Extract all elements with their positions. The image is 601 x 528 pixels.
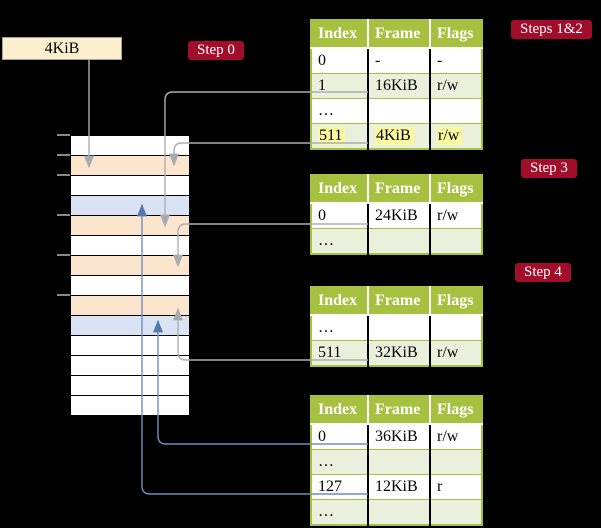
col-header-frame: Frame [368, 287, 431, 316]
table-row: … [311, 228, 482, 254]
table-header-row: Index Frame Flags [311, 175, 482, 204]
memory-tick [57, 294, 70, 296]
col-header-frame: Frame [368, 20, 431, 49]
memory-tick [57, 214, 70, 216]
memory-row-white [71, 396, 189, 415]
highlighted-value: 4KiB [375, 127, 414, 145]
memory-row-white [71, 376, 189, 396]
memory-row-blue [71, 196, 189, 216]
memory-row-white [71, 356, 189, 376]
table-row: … [311, 449, 482, 475]
col-header-flags: Flags [430, 175, 482, 204]
memory-tick [57, 154, 70, 156]
table-row: 0 36KiB r/w [311, 424, 482, 450]
memory-row-peach [71, 296, 189, 316]
table-row: … [311, 499, 482, 525]
col-header-index: Index [311, 175, 369, 204]
memory-row-white [71, 136, 189, 156]
col-header-index: Index [311, 287, 369, 316]
table-row: 0 - - [311, 48, 482, 74]
page-table-step4: Index Frame Flags … 511 32KiB r/w [310, 286, 483, 367]
table-row: 0 24KiB r/w [311, 203, 482, 229]
page-table-steps12: Index Frame Flags 0 - - 1 16KiB r/w … 51… [310, 19, 483, 150]
memory-row-peach [71, 156, 189, 176]
physical-memory-column [70, 135, 190, 416]
table-header-row: Index Frame Flags [311, 20, 482, 49]
memory-row-white [71, 176, 189, 196]
table-row: 511 32KiB r/w [311, 340, 482, 366]
highlighted-value: 511 [318, 127, 346, 145]
memory-row-blue [71, 316, 189, 336]
page-size-label-box: 4KiB [2, 37, 122, 60]
step0-badge: Step 0 [188, 41, 244, 60]
highlighted-value: r/w [437, 127, 463, 145]
table-header-row: Index Frame Flags [311, 287, 482, 316]
table-row: … [311, 98, 482, 124]
steps12-badge: Steps 1&2 [511, 20, 592, 39]
col-header-frame: Frame [368, 175, 431, 204]
col-header-flags: Flags [430, 396, 482, 425]
col-header-flags: Flags [430, 20, 482, 49]
col-header-flags: Flags [430, 287, 482, 316]
page-table-final: Index Frame Flags 0 36KiB r/w … 127 12Ki… [310, 395, 483, 526]
memory-tick [57, 174, 70, 176]
col-header-frame: Frame [368, 396, 431, 425]
step3-badge: Step 3 [521, 159, 577, 178]
col-header-index: Index [311, 396, 369, 425]
table-header-row: Index Frame Flags [311, 396, 482, 425]
memory-row-white [71, 336, 189, 356]
memory-tick [57, 134, 70, 136]
page-table-step3: Index Frame Flags 0 24KiB r/w … [310, 174, 483, 255]
memory-row-white [71, 276, 189, 296]
table-row-highlighted: 511 4KiB r/w [311, 123, 482, 149]
table-row: … [311, 315, 482, 341]
memory-row-white [71, 236, 189, 256]
step4-badge: Step 4 [515, 263, 571, 282]
col-header-index: Index [311, 20, 369, 49]
memory-tick [57, 254, 70, 256]
table-row: 1 16KiB r/w [311, 73, 482, 99]
memory-row-peach [71, 216, 189, 236]
memory-row-peach [71, 256, 189, 276]
table-row: 127 12KiB r [311, 474, 482, 500]
